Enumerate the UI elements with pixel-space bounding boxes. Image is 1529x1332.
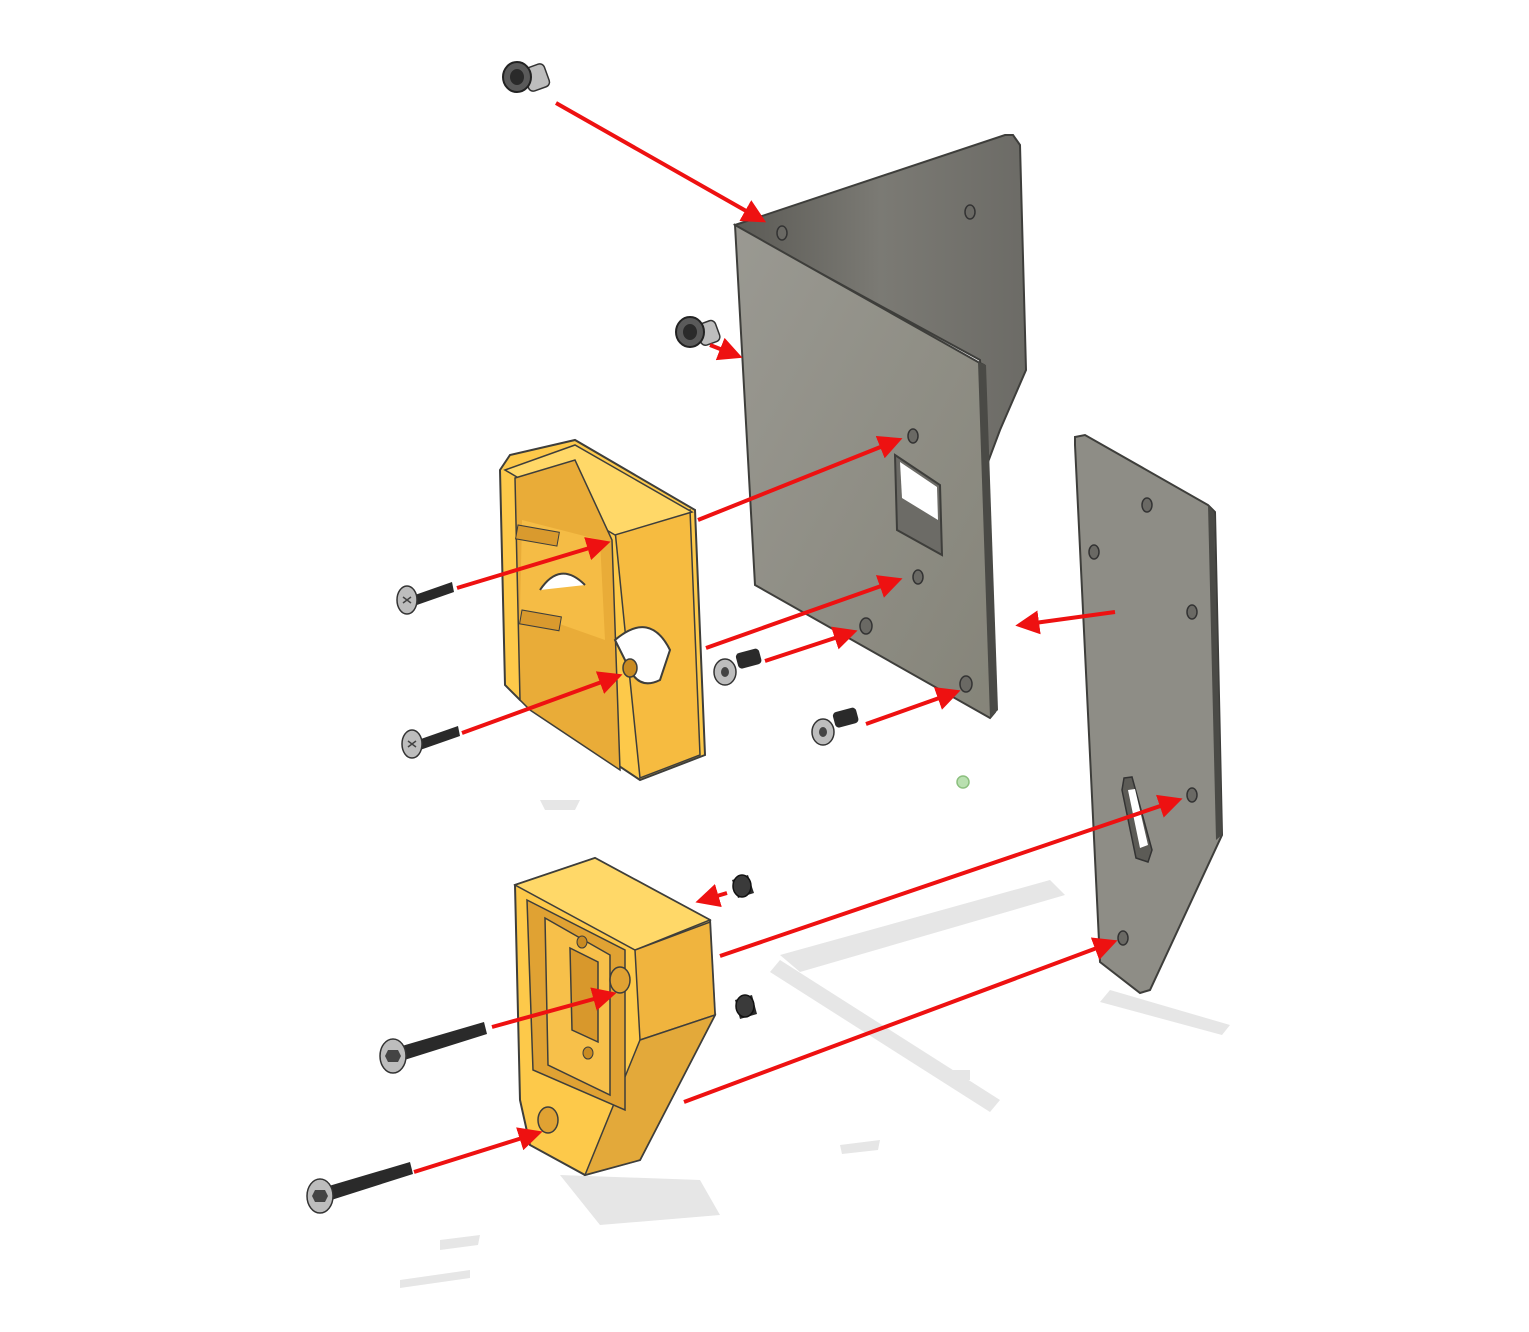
screws <box>306 61 859 1214</box>
arrow-set-screw-1 <box>695 884 728 908</box>
screw-socket-2 <box>306 1162 413 1214</box>
upper-housing <box>498 438 707 782</box>
set-screw-1 <box>732 874 754 898</box>
arrow-button-screw-2 <box>865 687 961 726</box>
side-plate <box>1074 433 1224 995</box>
arrow-housing-to-bracket-2 <box>705 575 903 650</box>
screw-flat-2 <box>401 726 460 759</box>
screw-top <box>502 61 551 93</box>
arrow-housing-to-bracket-1 <box>697 435 903 522</box>
main-bracket <box>732 134 1028 720</box>
ground-shadows <box>400 800 1230 1288</box>
arrow-mid-screw <box>709 337 743 361</box>
side-plate-holes <box>1088 497 1198 946</box>
set-screw-2 <box>735 994 757 1019</box>
arrow-flat-screw-1 <box>456 537 611 590</box>
pivot-marker <box>956 775 970 789</box>
screw-flat-1 <box>396 582 454 615</box>
bracket-holes <box>776 204 976 693</box>
assembly-arrows <box>413 101 1183 1174</box>
screw-socket-1 <box>379 1022 487 1074</box>
screw-mid <box>675 316 721 348</box>
arrow-socket-screw-1 <box>491 987 617 1029</box>
arrow-lower-housing-side-2 <box>683 937 1118 1104</box>
arrow-lower-housing-side-1 <box>719 794 1183 958</box>
arrow-top-screw <box>555 101 767 223</box>
arrow-button-screw-1 <box>764 626 858 663</box>
screw-button-2 <box>811 707 859 746</box>
screw-button-1 <box>713 648 762 686</box>
arrow-flat-screw-2 <box>461 671 623 735</box>
arrow-side-plate <box>1015 610 1116 635</box>
lower-housing <box>513 856 717 1177</box>
arrow-socket-screw-2 <box>413 1127 543 1174</box>
